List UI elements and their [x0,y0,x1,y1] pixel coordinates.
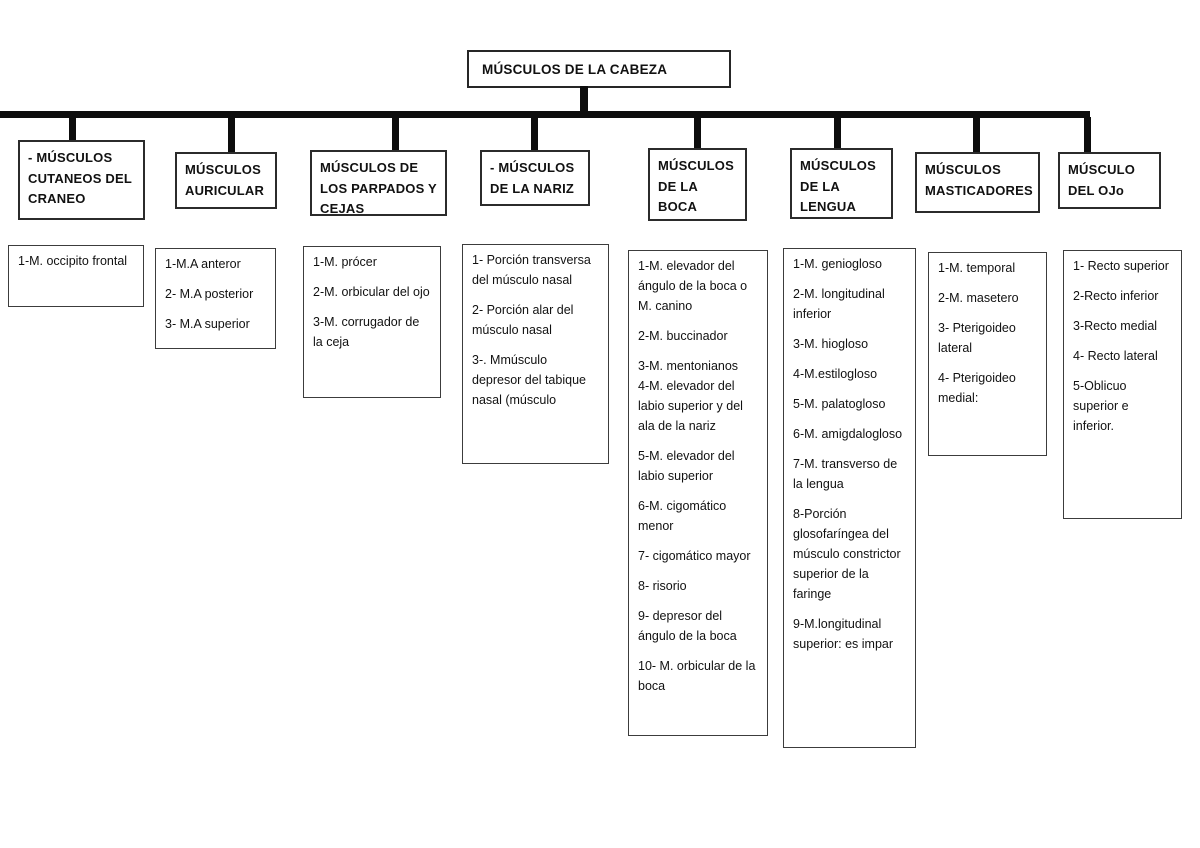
category-label: MÚSCULOS DE LOS PARPADOS Y CEJAS [320,160,437,217]
list-item: 9- depresor del ángulo de la boca [638,609,737,643]
list-item: 2- M.A posterior [165,287,254,301]
category-node-lengua: MÚSCULOS DE LA LENGUA [790,148,893,219]
category-node-cutaneos-craneo: - MÚSCULOS CUTANEOS DEL CRANEO [18,140,145,220]
list-item: 2-M. longitudinal inferior [793,287,885,321]
list-item: 6-M. cigomático menor [638,499,727,533]
list-item: 4- Pterigoideo medial: [938,371,1016,405]
root-node-muscles-of-head: MÚSCULOS DE LA CABEZA [467,50,731,88]
category-label: MÚSCULOS DE LA BOCA [658,158,734,215]
category-label: - MÚSCULOS DE LA NARIZ [490,160,575,196]
connector-root-stub [580,86,588,114]
list-item: 1-M. elevador del ángulo de la boca o M.… [638,259,748,313]
category-label: MÚSCULOS MASTICADORES [925,162,1033,198]
list-item: 1-M. geniogloso [793,257,882,271]
detail-list-masticadores: 1-M. temporal 2-M. masetero 3- Pterigoideo… [928,252,1047,456]
detail-list-lengua: 1-M. geniogloso 2-M. longitudinal inferio… [783,248,916,748]
list-item: 6-M. amigdalogloso [793,427,903,441]
connector-drop-masticadores [973,117,980,153]
list-item: 8-Porción glosofaríngea del músculo cons… [793,507,901,601]
category-node-boca: MÚSCULOS DE LA BOCA [648,148,747,221]
category-node-nariz: - MÚSCULOS DE LA NARIZ [480,150,590,206]
category-node-ojo: MÚSCULO DEL OJo [1058,152,1161,209]
list-item: 3-M. corrugador de la ceja [313,315,420,349]
detail-list-ojo: 1- Recto superior 2-Recto inferior 3-Recto… [1063,250,1182,519]
list-item: 1- Porción transversa del músculo nasal [472,253,591,287]
category-node-auricular: MÚSCULOS AURICULAR [175,152,277,209]
connector-drop-lengua [834,117,841,149]
list-item: 10- M. orbicular de la boca [638,659,756,693]
detail-list-cutaneos-craneo: 1-M. occipito frontal [8,245,144,307]
list-item: 3- Pterigoideo lateral [938,321,1016,355]
category-node-parpados-cejas: MÚSCULOS DE LOS PARPADOS Y CEJAS [310,150,447,216]
category-label: MÚSCULOS AURICULAR [185,162,265,198]
list-item: 3-. Mmúsculo depresor del tabique nasal … [472,353,586,407]
list-item: 5-M. palatogloso [793,397,886,411]
detail-list-parpados-cejas: 1-M. prócer 2-M. orbicular del ojo 3-M. co… [303,246,441,398]
detail-list-boca: 1-M. elevador del ángulo de la boca o M.… [628,250,768,736]
category-node-masticadores: MÚSCULOS MASTICADORES [915,152,1040,213]
list-item: 2- Porción alar del músculo nasal [472,303,574,337]
list-item: 3- M.A superior [165,317,250,331]
list-item: 2-M. masetero [938,291,1019,305]
connector-drop-nariz [531,117,538,151]
detail-list-auricular: 1-M.A anteror 2- M.A posterior 3- M.A supe… [155,248,276,349]
connector-drop-boca [694,117,701,149]
list-item: 2-M. orbicular del ojo [313,285,430,299]
list-item: 7- cigomático mayor [638,549,751,563]
list-item: 1-M. temporal [938,261,1016,275]
list-item: 1-M. occipito frontal [18,254,128,268]
detail-list-nariz: 1- Porción transversa del músculo nasal 2… [462,244,609,464]
list-item: 7-M. transverso de la lengua [793,457,898,491]
list-item: 3-M. mentonianos 4-M. elevador del labio… [638,359,743,433]
list-item: 3-Recto medial [1073,319,1158,333]
list-item: 2-M. buccinador [638,329,728,343]
category-label: MÚSCULOS DE LA LENGUA [800,158,876,215]
connector-drop-auricular [228,117,235,153]
list-item: 5-Oblicuo superior e inferior. [1073,379,1129,433]
list-item: 9-M.longitudinal superior: es impar [793,617,894,651]
list-item: 8- risorio [638,579,687,593]
root-title: MÚSCULOS DE LA CABEZA [482,61,668,77]
list-item: 1-M.A anteror [165,257,241,271]
list-item: 4- Recto lateral [1073,349,1158,363]
category-label: - MÚSCULOS CUTANEOS DEL CRANEO [28,150,132,207]
list-item: 2-Recto inferior [1073,289,1159,303]
connector-horizontal-bus [0,111,1090,118]
list-item: 4-M.estilogloso [793,367,878,381]
connector-drop-ojo [1084,117,1091,153]
list-item: 5-M. elevador del labio superior [638,449,735,483]
list-item: 3-M. hiogloso [793,337,869,351]
category-label: MÚSCULO DEL OJo [1068,162,1136,198]
connector-drop-cutaneos [69,117,76,141]
list-item: 1-M. prócer [313,255,377,269]
list-item: 1- Recto superior [1073,259,1169,273]
connector-drop-parpados [392,117,399,151]
